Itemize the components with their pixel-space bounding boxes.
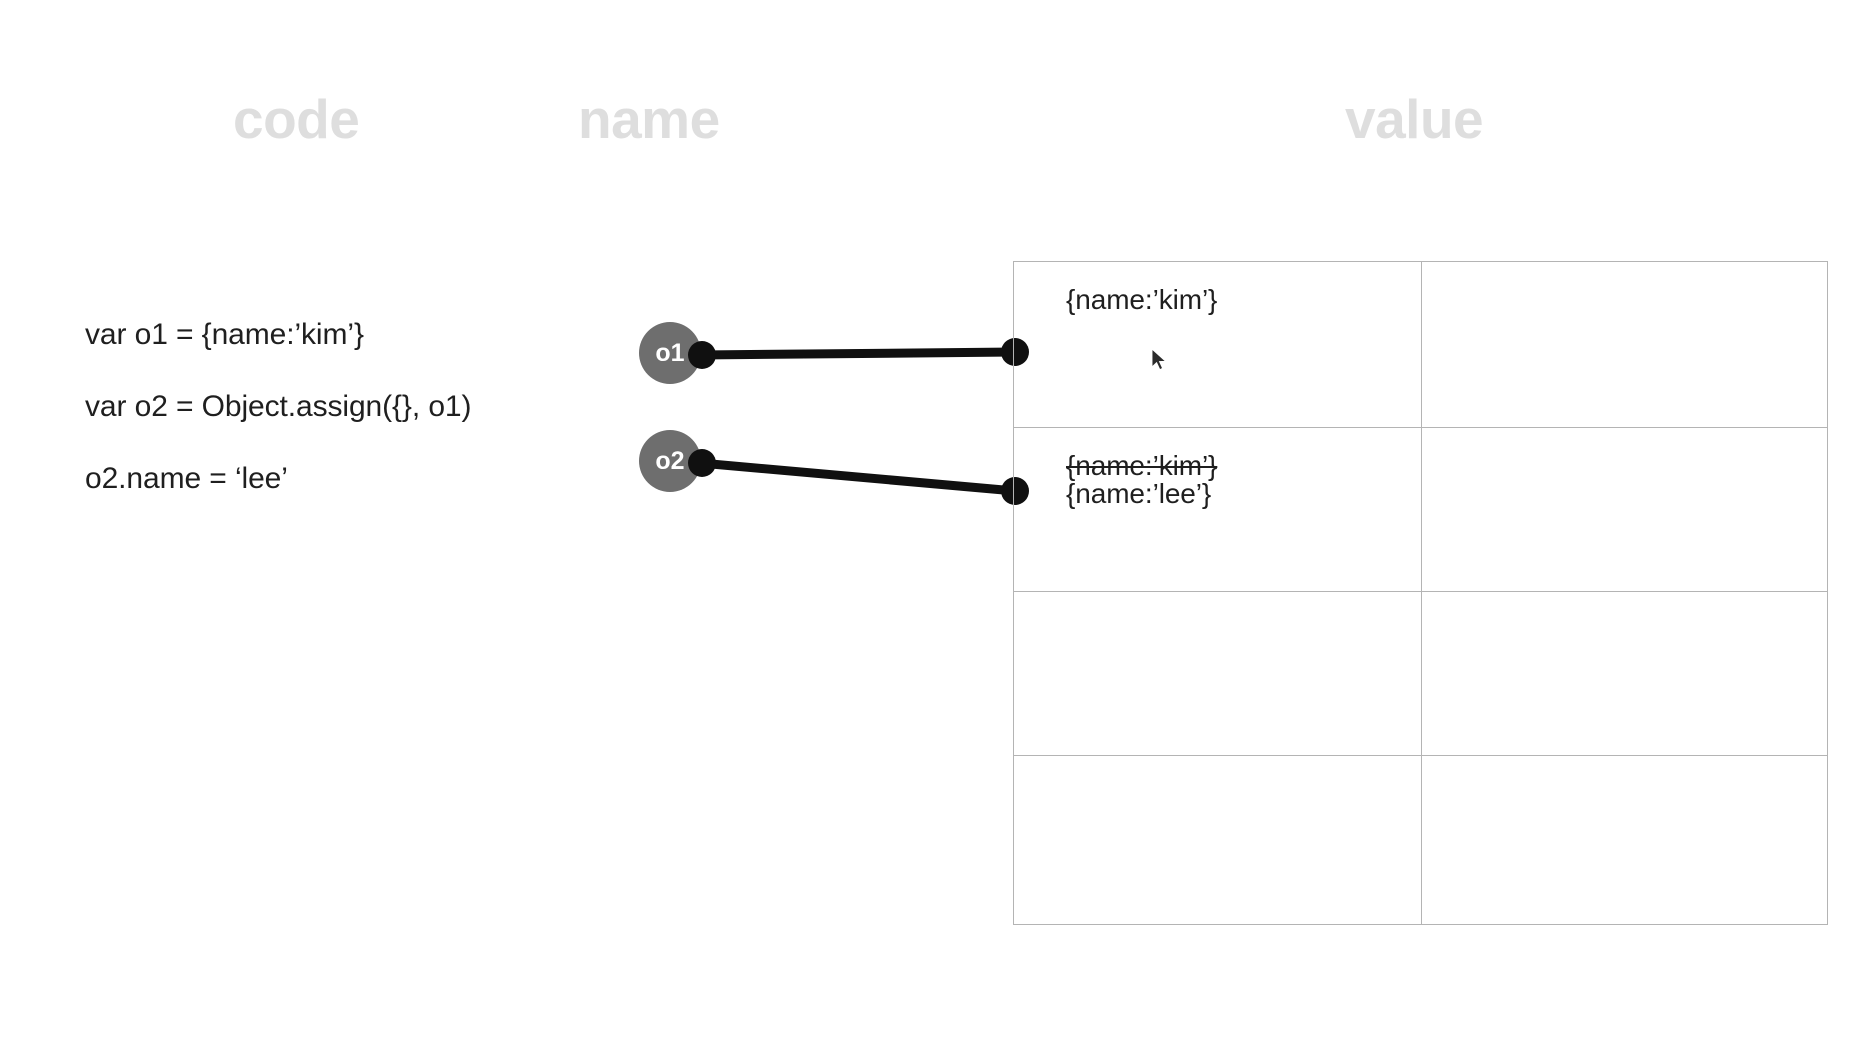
variable-node-o1[interactable]: o1: [639, 322, 701, 384]
heap-cell-r1c2[interactable]: [1421, 261, 1828, 428]
heap-cell-r3c2[interactable]: [1421, 591, 1828, 756]
code-listing: var o1 = {name:’kim’} var o2 = Object.as…: [85, 320, 645, 494]
table-row: [1013, 591, 1828, 756]
table-row: [1013, 755, 1828, 925]
heap-cell-r4c1[interactable]: [1013, 755, 1422, 925]
heap-cell-r3c1[interactable]: [1013, 591, 1422, 756]
variable-node-o2-label: o2: [655, 446, 685, 475]
variable-node-o2[interactable]: o2: [639, 430, 701, 492]
heap-value-text-struck: {name:’kim’}: [1066, 450, 1218, 481]
heap-value-table: {name:’kim’} {name:’kim’} {name:’lee’}: [1013, 261, 1828, 925]
heap-cell-r1c1[interactable]: {name:’kim’}: [1013, 261, 1422, 428]
connector-line-o2: [695, 458, 1020, 496]
heap-value-text: {name:’lee’}: [1066, 478, 1212, 509]
code-line-3: o2.name = ‘lee’: [85, 462, 288, 495]
table-row: {name:’kim’} {name:’lee’}: [1013, 427, 1828, 592]
heap-value-text: {name:’kim’}: [1066, 284, 1218, 315]
heap-cell-r2c1[interactable]: {name:’kim’} {name:’lee’}: [1013, 427, 1422, 592]
heap-cell-r2c2[interactable]: [1421, 427, 1828, 592]
variable-node-o1-label: o1: [655, 338, 685, 367]
connector-line-o1: [695, 347, 1020, 360]
column-header-name: name: [578, 88, 720, 150]
table-row: {name:’kim’}: [1013, 261, 1828, 428]
heap-cell-r4c2[interactable]: [1421, 755, 1828, 925]
column-header-code: code: [233, 88, 360, 150]
code-line-1: var o1 = {name:’kim’}: [85, 318, 364, 351]
column-header-value: value: [1345, 88, 1484, 150]
code-line-2: var o2 = Object.assign({}, o1): [85, 390, 472, 423]
